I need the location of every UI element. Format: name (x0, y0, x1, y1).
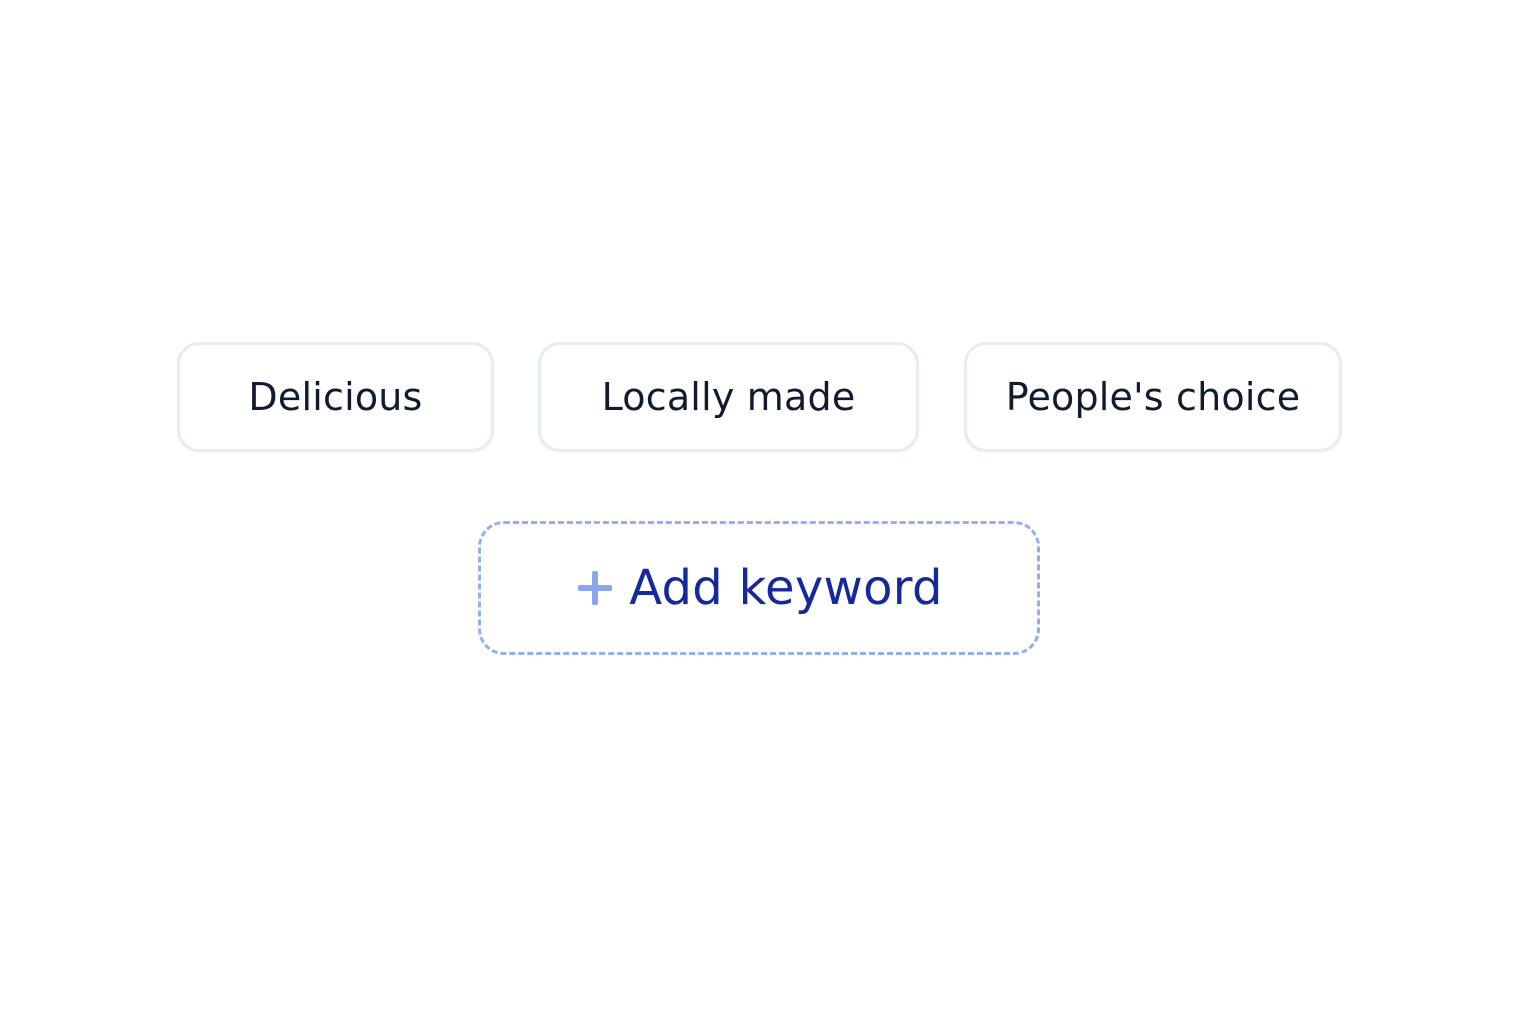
keyword-chip-delicious[interactable]: Delicious (177, 342, 494, 452)
plus-icon (575, 568, 615, 608)
keyword-chip-label: Locally made (601, 375, 856, 419)
keyword-chip-label: Delicious (248, 375, 423, 419)
add-keyword-button[interactable]: Add keyword (478, 521, 1040, 655)
add-keyword-label: Add keyword (629, 560, 943, 616)
keyword-chip-locally-made[interactable]: Locally made (538, 342, 919, 452)
keyword-chip-label: People's choice (1005, 375, 1301, 419)
keyword-chip-peoples-choice[interactable]: People's choice (964, 342, 1342, 452)
